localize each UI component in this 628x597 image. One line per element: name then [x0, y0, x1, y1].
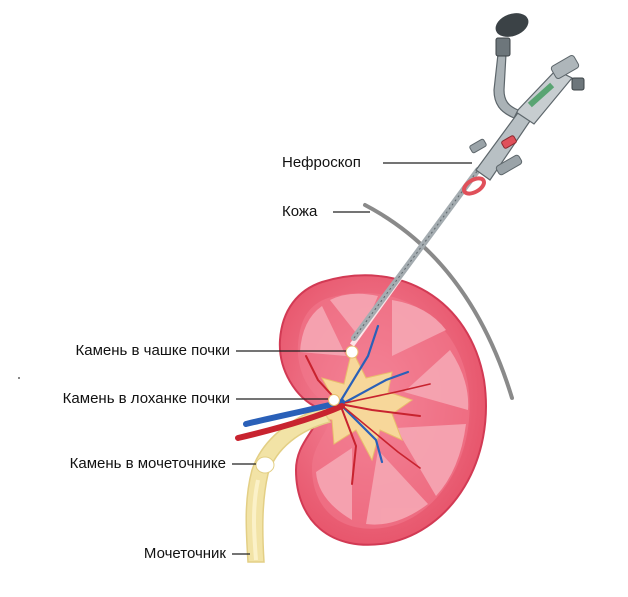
- kidney-pyramids: [300, 293, 469, 525]
- nephroscope-red-valve: [501, 135, 517, 149]
- label-nephroscope: Нефроскоп: [282, 154, 361, 171]
- label-skin: Кожа: [282, 203, 318, 220]
- label-ureter: Мочеточник: [143, 545, 226, 562]
- label-pelvis-stone: Камень в лоханке почки: [62, 390, 230, 407]
- skin-line: [363, 203, 514, 400]
- nephroscope-ring: [462, 176, 486, 196]
- intrarenal-vessels: [305, 324, 431, 485]
- ureter-inner-shade: [252, 479, 260, 561]
- renal-artery: [235, 403, 345, 441]
- label-ureter-stone: Камень в мочеточнике: [69, 455, 226, 472]
- stray-dot: [18, 377, 20, 379]
- pelvis-stone: [328, 394, 340, 406]
- calyx-stone: [345, 345, 359, 359]
- nephroscope-eyepiece: [495, 13, 529, 37]
- label-calyx-stone: Камень в чашке почки: [75, 342, 230, 359]
- ureter-stone: [255, 456, 275, 474]
- nephroscope-valve: [495, 154, 523, 176]
- nephroscope-eyepiece-arm: [493, 53, 519, 119]
- leader-lines: [232, 162, 472, 555]
- nephroscope: [349, 13, 585, 347]
- nephroscope-shaft: [351, 167, 481, 341]
- ureter-tube: [245, 407, 332, 563]
- kidney: [278, 274, 487, 546]
